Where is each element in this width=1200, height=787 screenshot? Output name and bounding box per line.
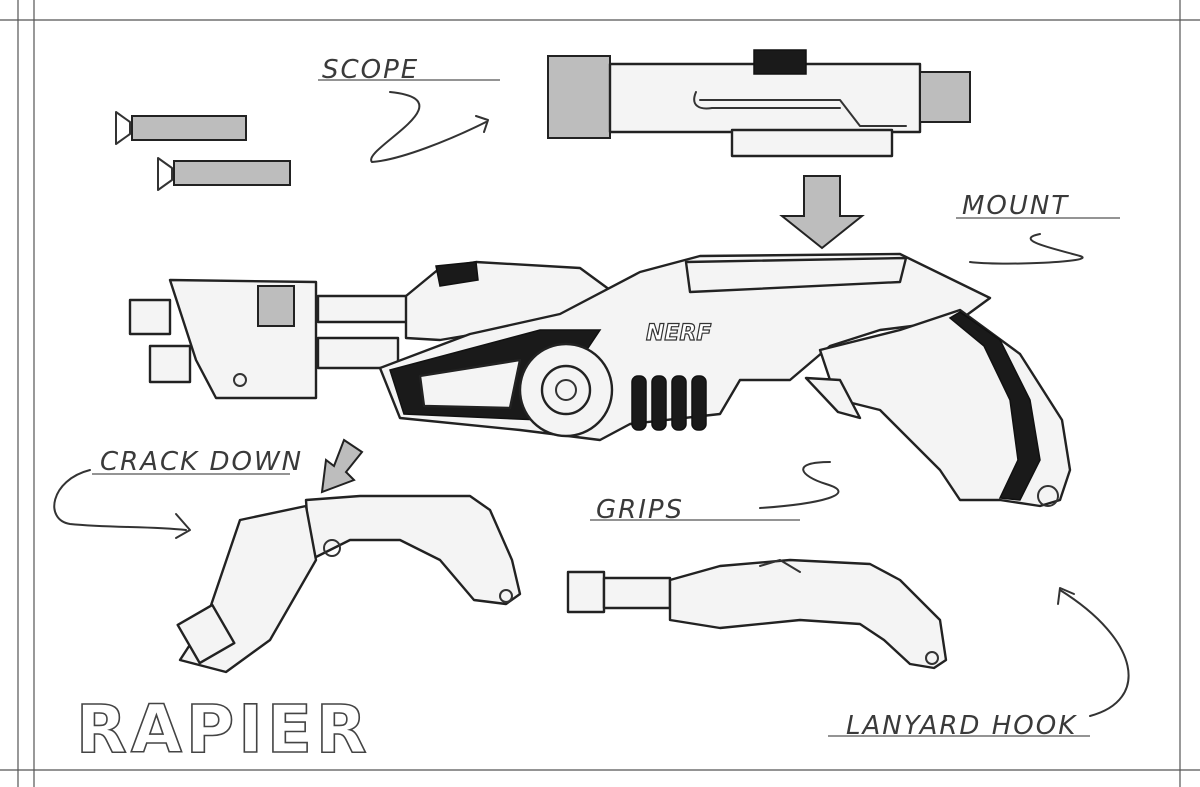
dart-icon [115,111,247,145]
down-arrow-icon [779,175,865,250]
crack-down-label: CRACK DOWN [100,447,303,477]
mount-label-group: MOUNT [956,191,1120,265]
grips-label-group: GRIPS [590,461,840,525]
blaster-small-sketch [566,558,948,670]
product-title: RAPIER [76,691,371,768]
brand-logo-label: NERF [646,321,711,346]
blaster-crack-down-sketch [176,494,522,674]
scope-label-group: SCOPE [318,55,500,163]
dart-icon [157,157,291,191]
lanyard-hook-label-group: LANYARD HOOK [828,587,1130,741]
blaster-main-sketch: NERF [128,252,1072,508]
scope-attachment [547,49,971,158]
crack-down-label-group: CRACK DOWN [53,438,364,539]
mount-label: MOUNT [962,191,1069,221]
